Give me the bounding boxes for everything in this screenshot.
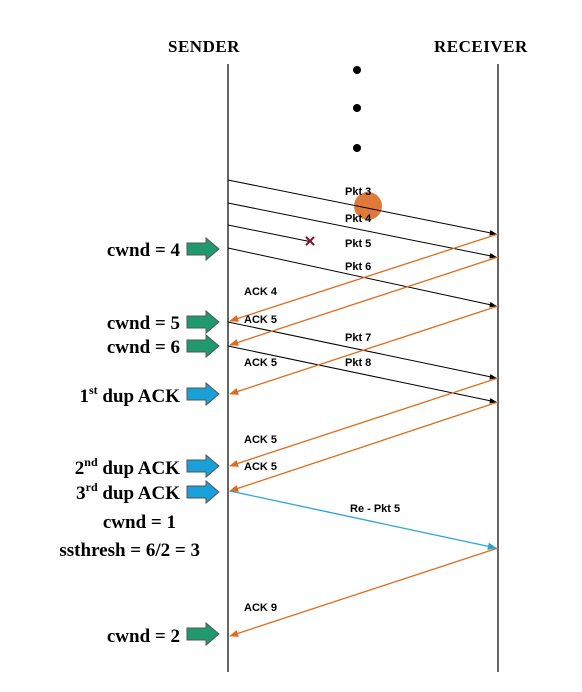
event-2nd-dup-ack: 2nd dup ACK <box>75 455 180 479</box>
pkt5-label: Pkt 5 <box>345 238 371 250</box>
event-ssthresh: ssthresh = 6/2 = 3 <box>59 540 200 561</box>
pkt5-line <box>227 224 313 243</box>
pkt7-label: Pkt 7 <box>345 332 371 344</box>
event-3rd-dup-ack: 3rd dup ACK <box>76 480 180 504</box>
green-right-arrow-icon <box>186 309 220 335</box>
ellipsis-dot <box>353 66 361 74</box>
event-cwnd-1: cwnd = 1 <box>103 512 176 533</box>
ack5-label-1: ACK 5 <box>244 314 277 326</box>
ack9-label: ACK 9 <box>244 602 277 614</box>
ack5-line-3 <box>229 377 499 467</box>
ack9-line <box>229 547 499 637</box>
receiver-header: RECEIVER <box>434 37 528 56</box>
packet-loss-x-icon <box>305 236 315 246</box>
event-cwnd-6: cwnd = 6 <box>107 337 180 358</box>
pkt3-label: Pkt 3 <box>345 186 371 198</box>
green-right-arrow-icon <box>186 621 220 647</box>
blue-right-arrow-icon <box>186 479 220 505</box>
event-cwnd-4: cwnd = 4 <box>107 240 181 261</box>
event-cwnd-5: cwnd = 5 <box>107 313 180 334</box>
ack5-line-1 <box>229 256 499 346</box>
ellipsis-dot <box>353 144 361 152</box>
retransmit-label: Re - Pkt 5 <box>350 503 400 515</box>
ack4-line <box>229 233 499 322</box>
ack5-label-3: ACK 5 <box>244 434 277 446</box>
pkt4-label: Pkt 4 <box>345 213 372 225</box>
blue-right-arrow-icon <box>186 453 220 479</box>
lost-packet-highlight <box>354 192 382 220</box>
ack5-line-2 <box>229 305 499 395</box>
green-right-arrow-icon <box>186 333 220 359</box>
pkt3-line <box>227 179 497 236</box>
ack5-label-2: ACK 5 <box>244 357 277 369</box>
pkt6-label: Pkt 6 <box>345 261 371 273</box>
ack5-line-4 <box>229 401 499 492</box>
pkt8-line <box>227 345 497 404</box>
retransmit-line <box>229 490 497 550</box>
blue-right-arrow-icon <box>186 381 220 407</box>
event-cwnd-2: cwnd = 2 <box>107 626 180 647</box>
ack5-label-4: ACK 5 <box>244 461 277 473</box>
pkt6-line <box>227 247 497 308</box>
pkt8-label: Pkt 8 <box>345 357 371 369</box>
pkt4-line <box>227 202 497 259</box>
event-1st-dup-ack: 1st dup ACK <box>79 383 180 407</box>
ellipsis-dot <box>353 104 361 112</box>
green-right-arrow-icon <box>186 236 220 262</box>
ack4-label: ACK 4 <box>244 286 278 298</box>
sender-header: SENDER <box>168 37 240 56</box>
